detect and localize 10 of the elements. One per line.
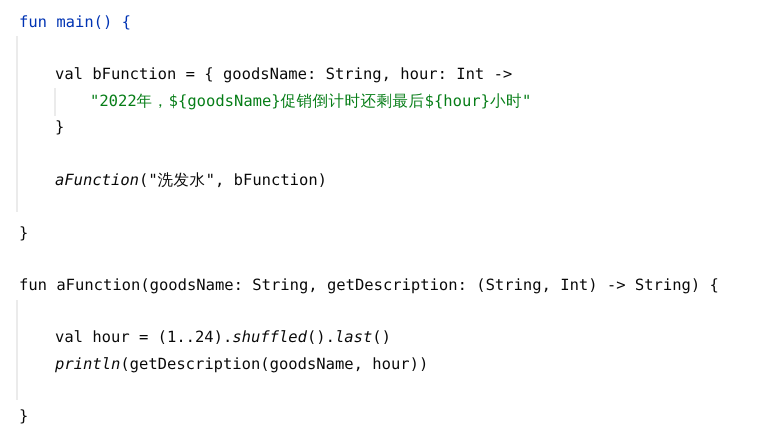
code-line: val bFunction = { goodsName: String, hour: Int -> xyxy=(55,64,512,84)
code-line: fun main() { xyxy=(19,12,131,32)
code-line: "2022年，${goodsName}促销倒计时还剩最后${hour}小时" xyxy=(90,91,532,111)
code-line: } xyxy=(19,406,28,426)
code-line: val hour = (1..24).shuffled().last() xyxy=(55,327,391,347)
code-line: fun aFunction(goodsName: String, getDescription: (String, Int) -> String) { xyxy=(19,275,719,295)
code-line: } xyxy=(55,117,64,137)
code-line: } xyxy=(19,223,28,243)
code-line: println(getDescription(goodsName, hour)) xyxy=(55,354,428,374)
code-line: aFunction("洗发水", bFunction) xyxy=(55,170,327,190)
